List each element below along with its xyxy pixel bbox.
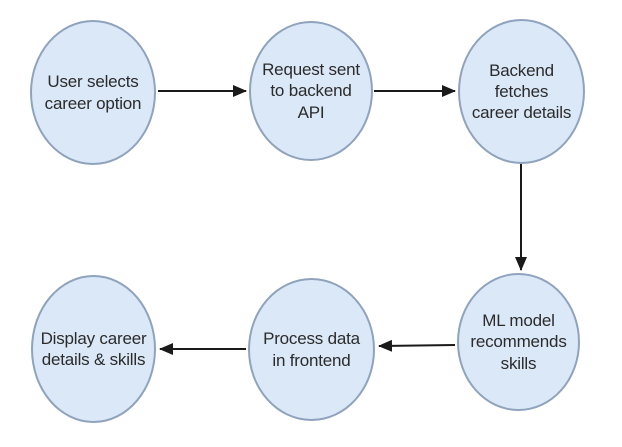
- node-label: ML model recommends skills: [470, 311, 567, 373]
- node-user-selects-career-option: User selects career option: [30, 20, 156, 165]
- node-ml-model-recommends-skills: ML model recommends skills: [457, 273, 580, 411]
- node-label: Process data in frontend: [263, 329, 360, 370]
- arrow-mlmodel-to-process: [378, 339, 456, 352]
- node-label: User selects career option: [44, 72, 142, 113]
- node-backend-fetches-career-details: Backend fetches career details: [458, 19, 585, 164]
- node-label: Display career details & skills: [40, 328, 147, 369]
- node-label: Request sent to backend API: [262, 60, 360, 122]
- node-label: Backend fetches career details: [471, 60, 572, 123]
- node-process-data-in-frontend: Process data in frontend: [248, 278, 375, 421]
- node-request-sent-to-backend-api: Request sent to backend API: [249, 21, 373, 161]
- node-display-career-details-skills: Display career details & skills: [31, 275, 156, 423]
